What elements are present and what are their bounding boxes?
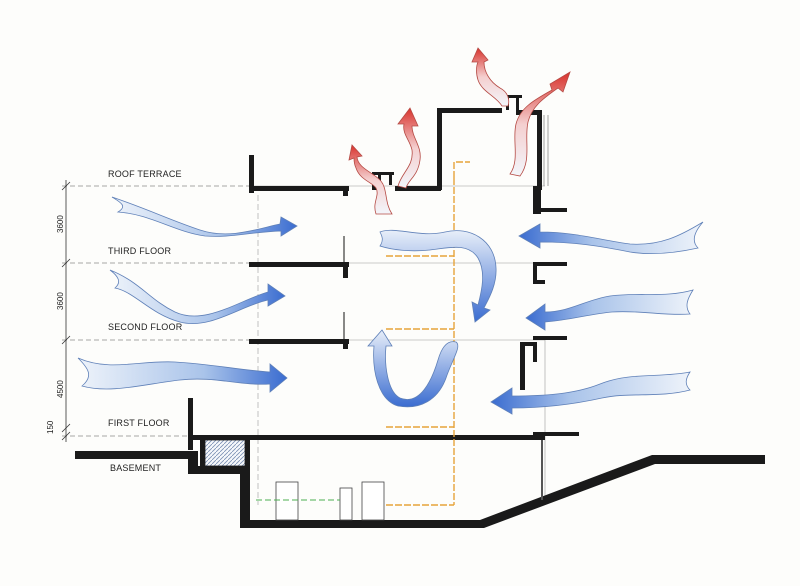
label-third-floor: THIRD FLOOR — [108, 246, 172, 256]
label-basement: BASEMENT — [110, 463, 161, 473]
glazing-lines — [543, 115, 549, 186]
level-guide-lines — [62, 185, 252, 437]
label-first-floor: FIRST FLOOR — [108, 418, 170, 428]
wind-arrow-blue-icon — [367, 329, 459, 408]
wind-arrow-blue-icon — [379, 229, 497, 323]
dim-3600-upper: 3600 — [56, 215, 65, 233]
label-second-floor: SECOND FLOOR — [108, 322, 183, 332]
lightwell-hatch — [204, 439, 246, 467]
building-structure — [75, 95, 765, 528]
wind-arrow-blue-icon — [490, 371, 691, 415]
wind-arrow-blue-icon — [518, 221, 704, 255]
wind-arrow-blue-icon — [111, 196, 298, 237]
dim-150: 150 — [46, 420, 55, 434]
dim-4500: 4500 — [56, 380, 65, 398]
service-riser — [386, 161, 470, 506]
exhaust-arrow-red-icon — [509, 71, 571, 177]
label-roof-terrace: ROOF TERRACE — [108, 169, 182, 179]
dimension-chain — [61, 180, 71, 442]
exhaust-arrow-red-icon — [471, 47, 510, 107]
wind-arrow-blue-icon — [109, 269, 286, 324]
wind-arrow-blue-icon — [77, 357, 288, 393]
exhaust-arrow-red-icon — [397, 107, 421, 189]
dim-3600-lower: 3600 — [56, 292, 65, 310]
wind-arrow-blue-icon — [525, 289, 694, 331]
basement-equipment — [275, 481, 385, 521]
exhaust-arrow-red-icon — [348, 144, 393, 215]
